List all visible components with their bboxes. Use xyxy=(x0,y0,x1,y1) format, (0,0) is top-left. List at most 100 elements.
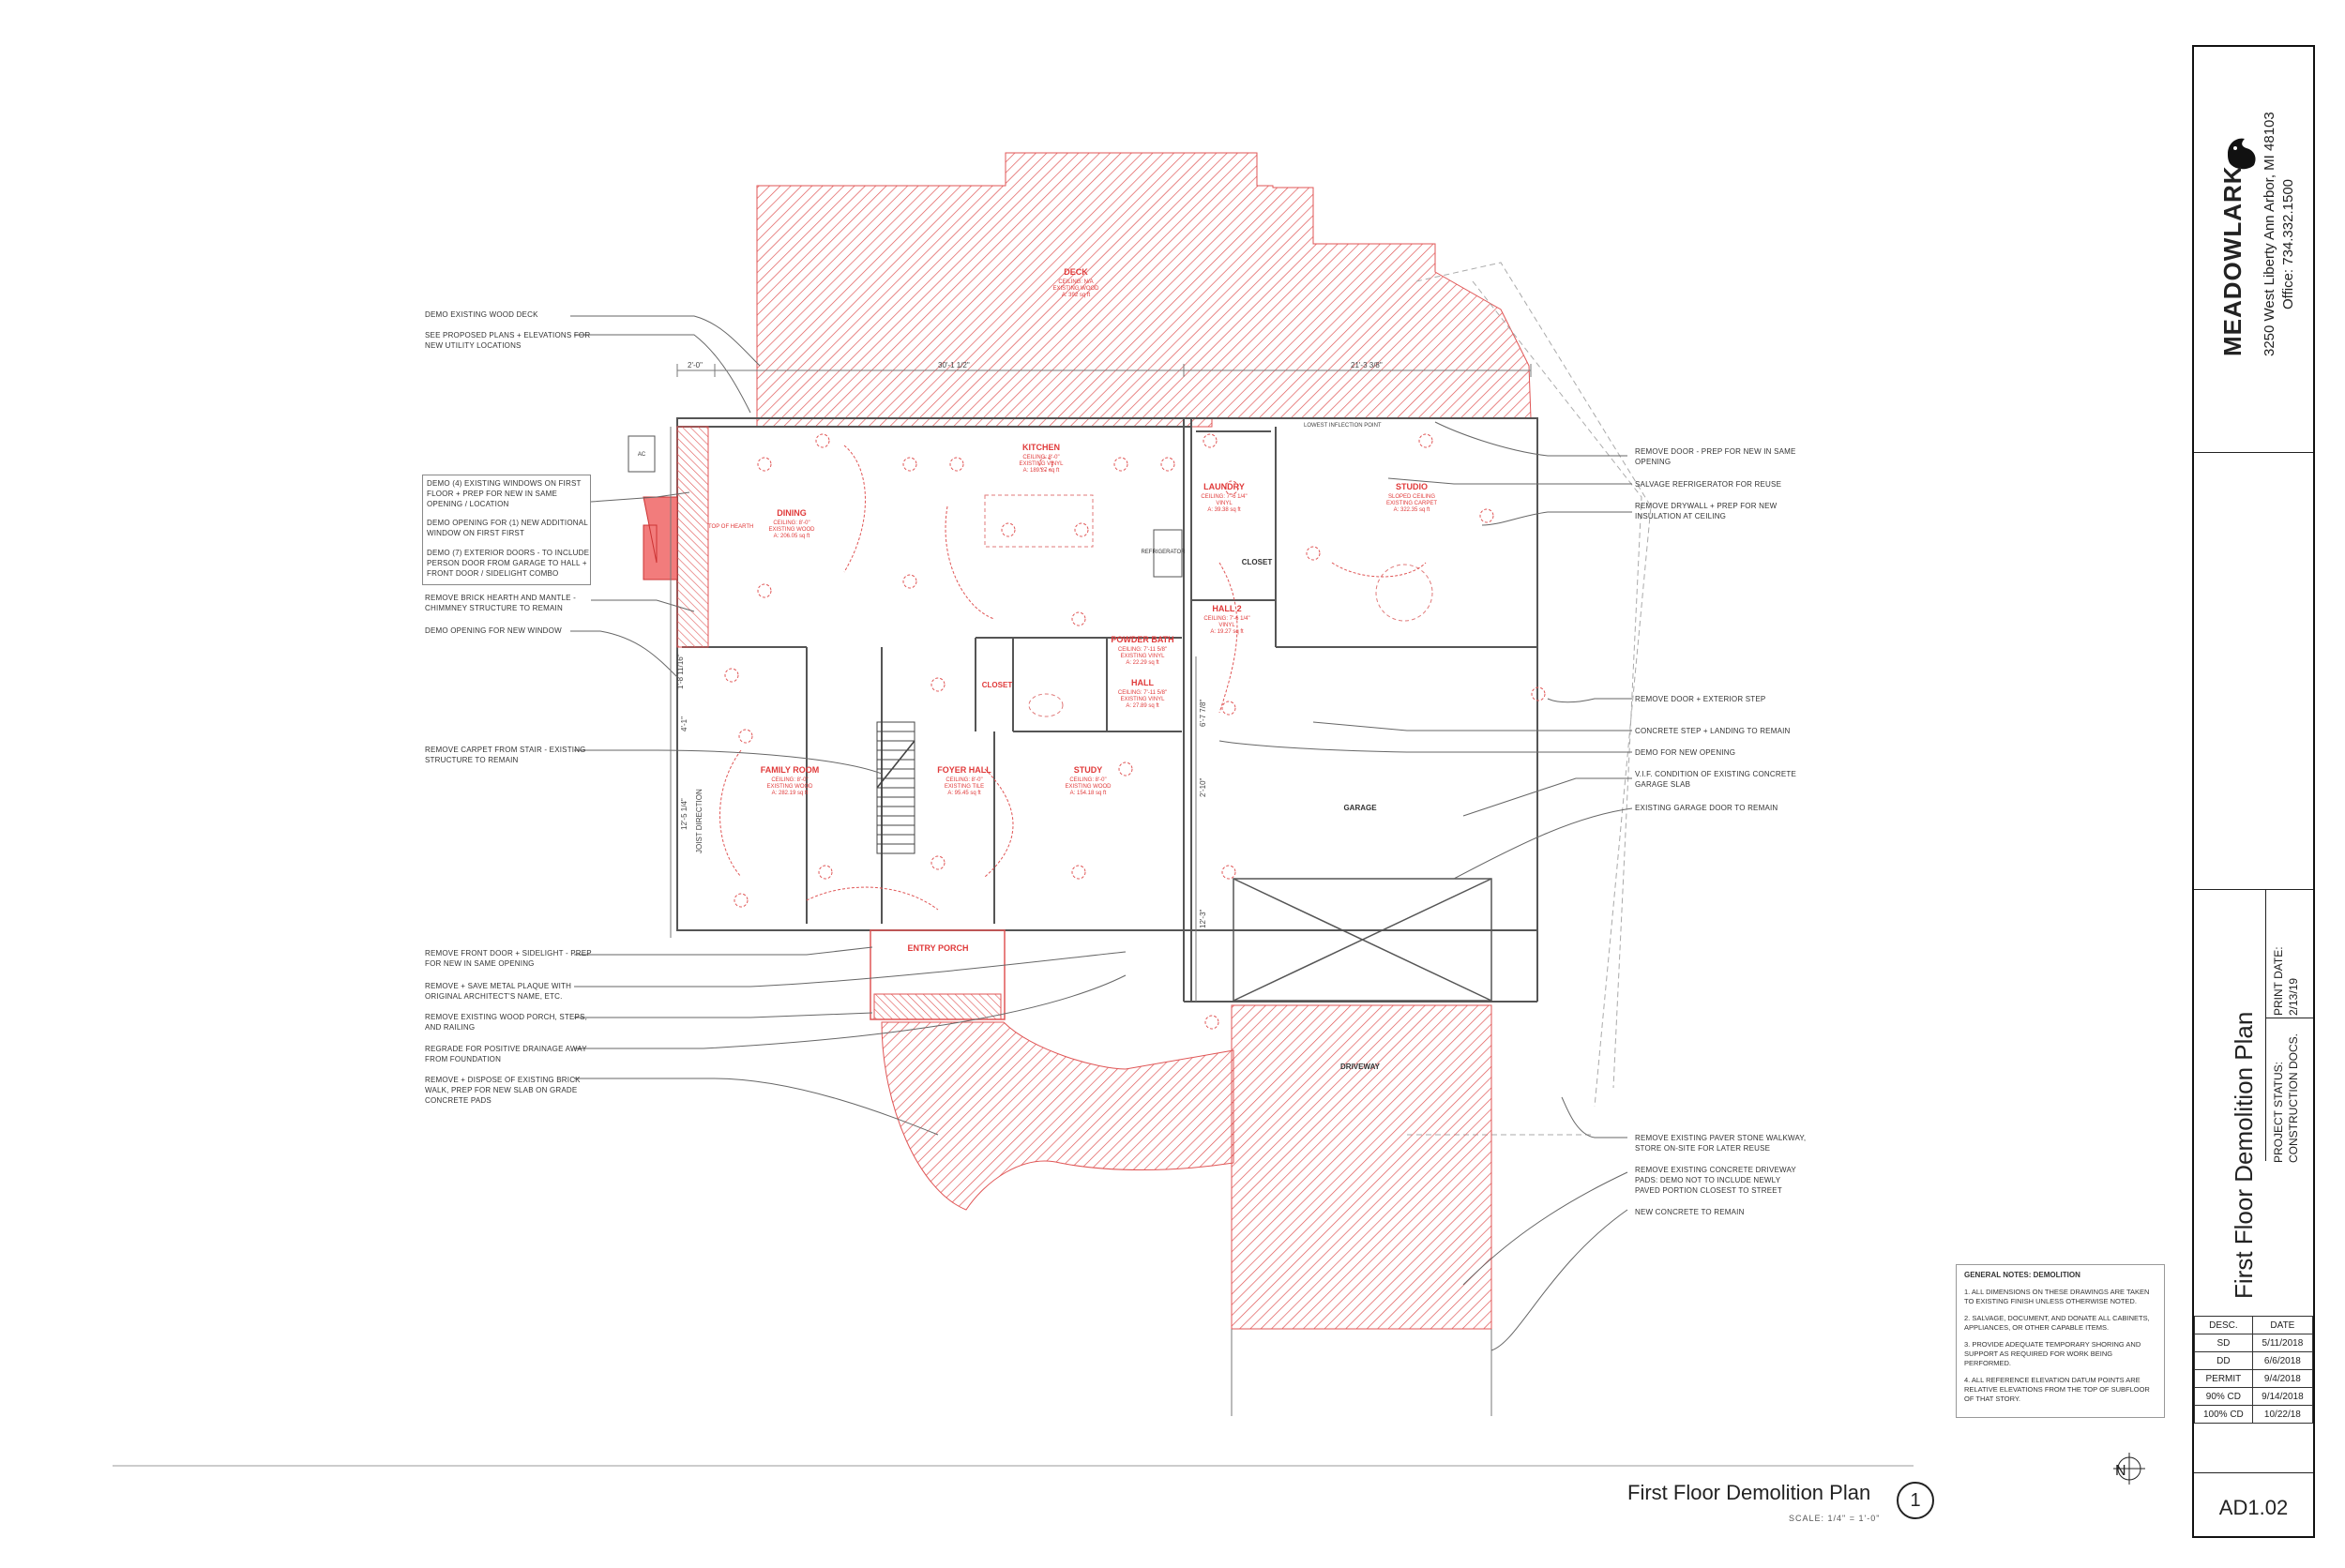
room-driveway: DRIVEWAY xyxy=(1340,1063,1381,1071)
svg-text:12'-5 1/4": 12'-5 1/4" xyxy=(680,798,688,830)
rev-date: 10/22/18 xyxy=(2251,1405,2314,1424)
svg-text:A: 19.27 sq ft: A: 19.27 sq ft xyxy=(1210,629,1244,635)
note-remove-door: REMOVE DOOR - PREP FOR NEW IN SAME OPENI… xyxy=(1635,447,1796,466)
svg-text:30'-1 1/2": 30'-1 1/2" xyxy=(938,361,970,369)
room-dining: DINING xyxy=(777,508,807,518)
room-entry-porch: ENTRY PORCH xyxy=(907,943,968,953)
note-new-opening: DEMO FOR NEW OPENING xyxy=(1635,748,1736,757)
deck-area xyxy=(756,152,1532,428)
svg-text:2'-0": 2'-0" xyxy=(688,361,703,369)
plan-number-bubble: 1 xyxy=(1897,1482,1934,1519)
entry-porch xyxy=(870,929,1006,1020)
refrigerator-label: REFRIGERATOR xyxy=(1141,550,1186,555)
title-divider xyxy=(2265,889,2266,1161)
meadowlark-bird-icon xyxy=(2228,138,2256,170)
title-divider xyxy=(2194,452,2313,453)
note-plaque: REMOVE + SAVE METAL PLAQUE WITH ORIGINAL… xyxy=(425,982,572,1001)
room-deck: DECK xyxy=(1064,267,1088,277)
room-closet-upper: CLOSET xyxy=(1242,558,1273,566)
svg-text:A: 39.38 sq ft: A: 39.38 sq ft xyxy=(1207,507,1241,513)
north-label: N xyxy=(2115,1463,2126,1479)
svg-text:JOIST DIRECTION: JOIST DIRECTION xyxy=(695,789,704,853)
svg-text:A: 282.19 sq ft: A: 282.19 sq ft xyxy=(772,791,809,796)
print-date-value: 2/13/19 xyxy=(2287,977,2300,1016)
room-studio: STUDIO xyxy=(1396,482,1428,491)
title-divider xyxy=(2194,889,2313,890)
note-paver-walkway: REMOVE EXISTING PAVER STONE WALKWAY, STO… xyxy=(1635,1134,1807,1153)
svg-text:CEILING: N/A: CEILING: N/A xyxy=(1058,279,1093,285)
svg-text:EXISTING WOOD: EXISTING WOOD xyxy=(1065,784,1112,790)
svg-text:A: 322.35 sq ft: A: 322.35 sq ft xyxy=(1394,507,1430,513)
rev-desc: PERMIT xyxy=(2194,1369,2253,1388)
svg-text:EXISTING VINYL: EXISTING VINYL xyxy=(1120,697,1165,702)
svg-text:EXISTING CARPET: EXISTING CARPET xyxy=(1386,501,1437,506)
stair xyxy=(876,721,915,854)
rev-desc-header: DESC. xyxy=(2194,1316,2253,1334)
svg-text:VINYL: VINYL xyxy=(1216,501,1233,506)
room-laundry: LAUNDRY xyxy=(1203,482,1245,491)
svg-text:LOWEST INFLECTION POINT: LOWEST INFLECTION POINT xyxy=(1304,423,1382,429)
svg-text:EXISTING WOOD: EXISTING WOOD xyxy=(766,784,813,790)
general-note-item: 2. SALVAGE, DOCUMENT, AND DONATE ALL CAB… xyxy=(1964,1314,2150,1332)
svg-text:SLOPED CEILING: SLOPED CEILING xyxy=(1388,494,1435,500)
note-hearth: REMOVE BRICK HEARTH AND MANTLE - CHIMMNE… xyxy=(425,594,576,612)
company-logo-text: MEADOWLARK xyxy=(2218,165,2247,356)
general-note-item: 1. ALL DIMENSIONS ON THESE DRAWINGS ARE … xyxy=(1964,1288,2150,1305)
room-hall: HALL xyxy=(1131,678,1154,687)
note-windows: DEMO (4) EXISTING WINDOWS ON FIRST FLOOR… xyxy=(427,479,582,508)
title-block: MEADOWLARK 3250 West Liberty Ann Arbor, … xyxy=(2192,45,2315,1538)
project-status-value: CONSTRUCTION DOCS. xyxy=(2287,1033,2300,1163)
room-kitchen: KITCHEN xyxy=(1022,443,1060,452)
svg-text:EXISTING VINYL: EXISTING VINYL xyxy=(1019,461,1064,467)
print-date-label: PRINT DATE: xyxy=(2272,946,2285,1016)
rev-desc: SD xyxy=(2194,1334,2253,1352)
sheet-number: AD1.02 xyxy=(2218,1496,2289,1519)
note-wood-porch: REMOVE EXISTING WOOD PORCH, STEPS, AND R… xyxy=(425,1013,588,1032)
note-drywall: REMOVE DRYWALL + PREP FOR NEW INSULATION… xyxy=(1635,502,1778,520)
general-note-item: 3. PROVIDE ADEQUATE TEMPORARY SHORING AN… xyxy=(1964,1340,2141,1367)
svg-text:CEILING: 7'-6 1/4": CEILING: 7'-6 1/4" xyxy=(1201,494,1247,500)
rev-date: 9/14/2018 xyxy=(2251,1387,2314,1406)
svg-text:CEILING: 7'-6 1/4": CEILING: 7'-6 1/4" xyxy=(1203,616,1249,622)
fireplace xyxy=(628,426,709,648)
dimension-labels: 2'-0" 30'-1 1/2" 21'-3 3/8" LOWEST INFLE… xyxy=(676,361,1383,928)
garage-door xyxy=(1233,878,1492,1002)
room-labels: DECK CEILING: N/A EXISTING WOOD A: 392 s… xyxy=(638,267,1438,1071)
company-address: 3250 West Liberty Ann Arbor, MI 48103 xyxy=(2262,112,2277,356)
note-exterior-doors: DEMO (7) EXTERIOR DOORS - TO INCLUDE PER… xyxy=(427,549,590,578)
note-brick-walk: REMOVE + DISPOSE OF EXISTING BRICK WALK,… xyxy=(425,1076,581,1105)
room-garage: GARAGE xyxy=(1343,804,1377,812)
general-notes-box: GENERAL NOTES: DEMOLITION 1. ALL DIMENSI… xyxy=(1956,1264,2165,1418)
svg-text:CEILING: 8'-0": CEILING: 8'-0" xyxy=(1069,777,1106,783)
svg-text:21'-3 3/8": 21'-3 3/8" xyxy=(1351,361,1383,369)
brick-walk xyxy=(881,1021,1234,1211)
note-opening-window: DEMO OPENING FOR NEW WINDOW xyxy=(425,626,562,635)
room-study: STUDY xyxy=(1074,765,1103,775)
svg-text:CEILING: 8'-0": CEILING: 8'-0" xyxy=(773,520,809,526)
house-walls xyxy=(676,417,1538,1003)
note-garage-door: EXISTING GARAGE DOOR TO REMAIN xyxy=(1635,804,1778,812)
general-notes-title: GENERAL NOTES: DEMOLITION xyxy=(1964,1271,2080,1279)
rev-desc: 90% CD xyxy=(2194,1387,2253,1406)
rev-date-header: DATE xyxy=(2251,1316,2314,1334)
note-garage-slab: V.I.F. CONDITION OF EXISTING CONCRETE GA… xyxy=(1635,770,1797,789)
room-hall2: HALL 2 xyxy=(1212,604,1241,613)
note-front-door: REMOVE FRONT DOOR + SIDELIGHT - PREP FOR… xyxy=(425,949,592,968)
note-regrade: REGRADE FOR POSITIVE DRAINAGE AWAY FROM … xyxy=(425,1045,587,1063)
windows-notes-box xyxy=(422,475,591,585)
rev-date: 9/4/2018 xyxy=(2251,1369,2314,1388)
svg-text:4'-1": 4'-1" xyxy=(680,716,688,731)
sheet-title: First Floor Demolition Plan xyxy=(2230,1011,2258,1299)
svg-text:6'-7 7/8": 6'-7 7/8" xyxy=(1199,700,1207,727)
note-utilities: SEE PROPOSED PLANS + ELEVATIONS FOR NEW … xyxy=(425,331,591,350)
revision-header-row: DESC. DATE xyxy=(2194,1316,2314,1334)
svg-text:A: 22.29 sq ft: A: 22.29 sq ft xyxy=(1126,660,1159,666)
driveway-area xyxy=(1231,1004,1492,1416)
